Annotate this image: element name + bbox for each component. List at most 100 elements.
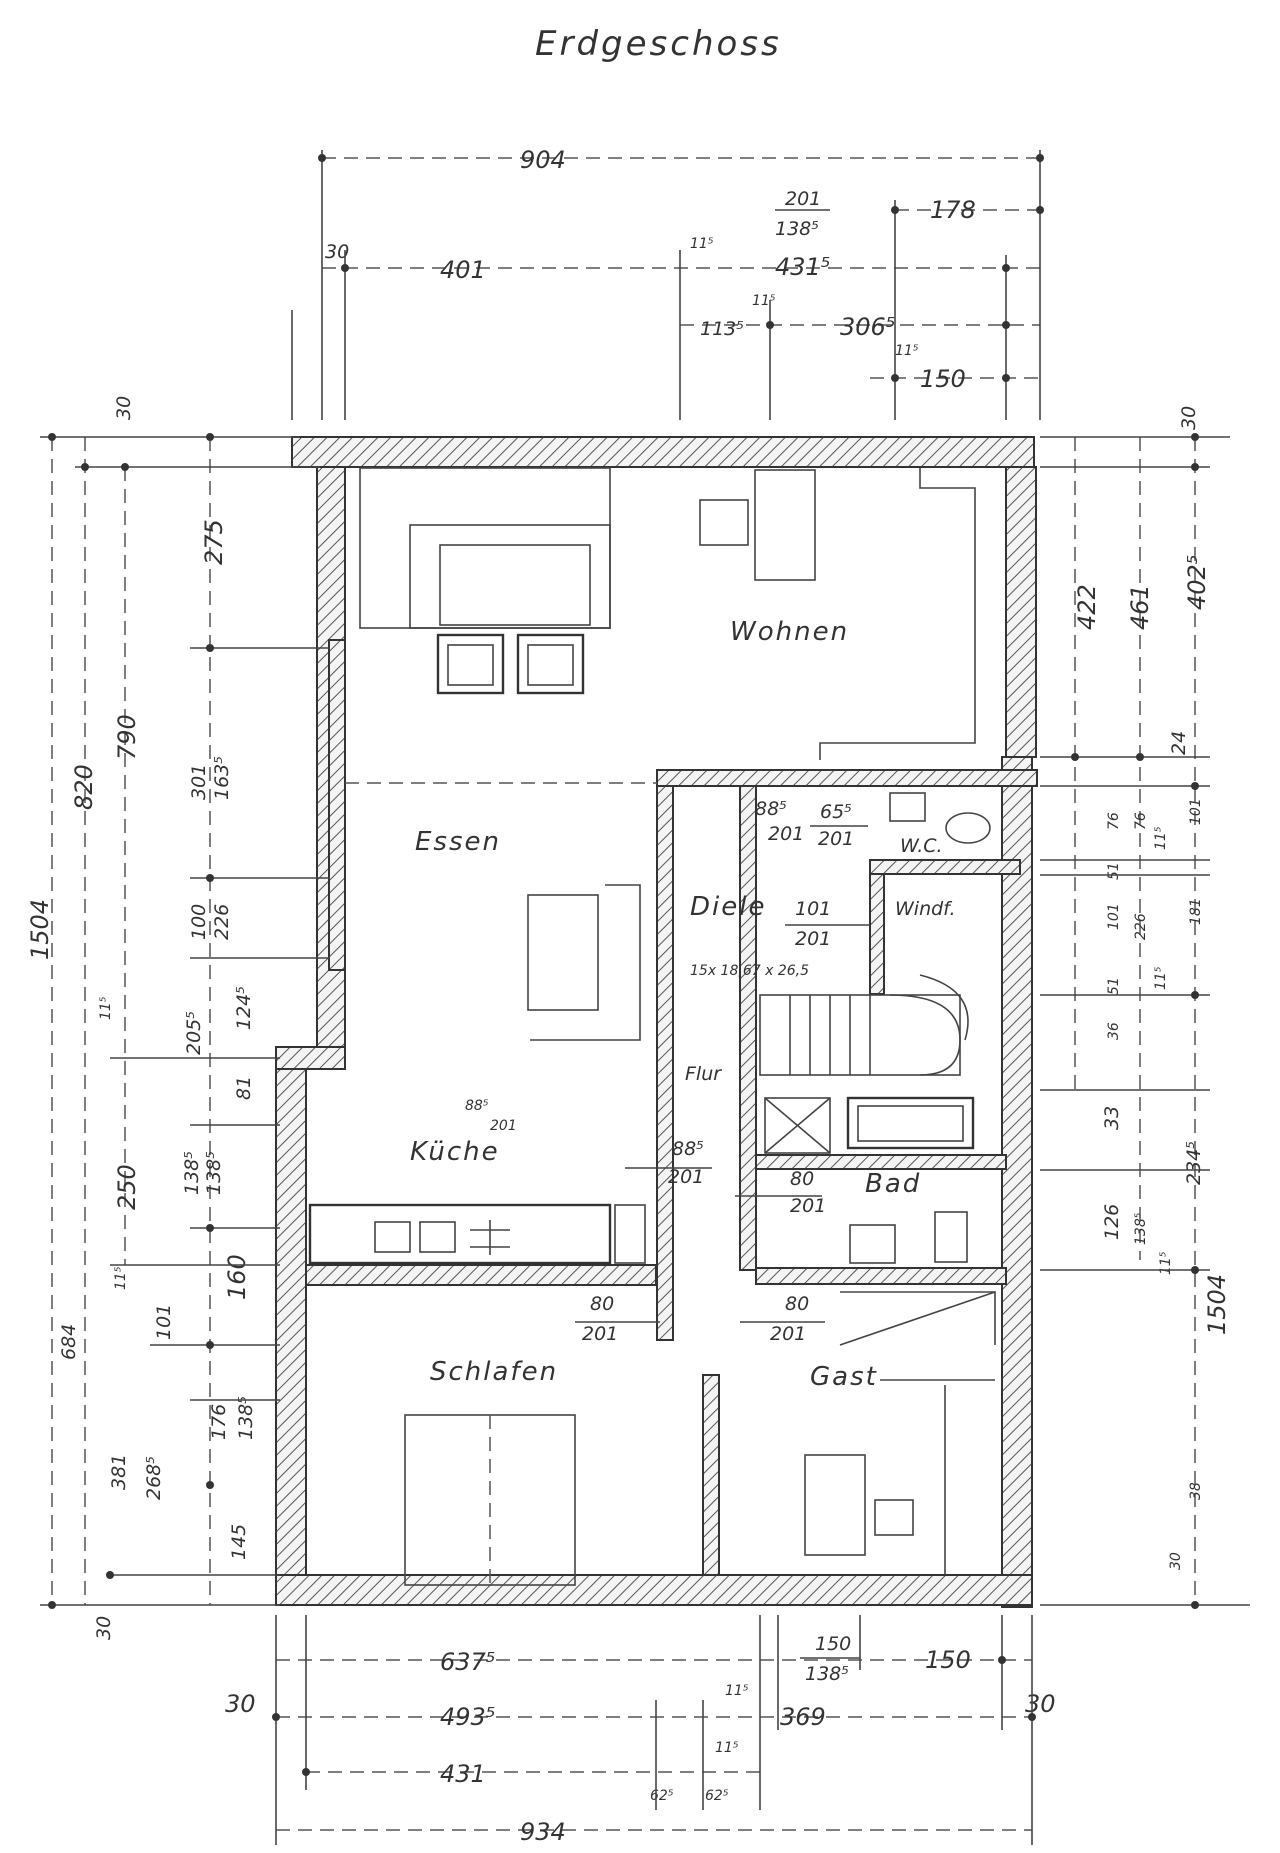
room-label-essen: Essen [415, 827, 501, 857]
dim-bottom-30a: 30 [225, 1690, 256, 1718]
dim-left-145: 145 [228, 1524, 250, 1560]
plan-title: Erdgeschoss [535, 24, 782, 64]
dim-right-76b: 76 [1133, 812, 1149, 830]
dim-right-101a: 101 [1188, 798, 1204, 825]
dim-stair-spec: 15x 18,67 x 26,5 [690, 963, 809, 979]
dim-opening-kueche-top: 88⁵ [465, 1098, 489, 1114]
dim-left-176: 176 [208, 1404, 230, 1440]
dim-left-205: 205⁵ [183, 1011, 205, 1055]
dim-left-820: 820 [70, 764, 98, 810]
dim-right-11a: 11⁵ [1153, 826, 1169, 850]
dim-left-100: 100 [188, 904, 210, 940]
dim-left-226: 226 [211, 904, 233, 940]
interior-walls [305, 639, 1038, 1576]
dim-opening-wohnen-bottom: 201 [768, 823, 804, 845]
room-label-bad: Bad [865, 1169, 921, 1199]
dim-left-790: 790 [113, 714, 141, 760]
dim-top-30: 30 [325, 241, 349, 263]
dim-left-275: 275 [200, 519, 228, 565]
dim-left-163: 163⁵ [211, 756, 233, 800]
dim-left-138b: 138⁵ [203, 1151, 225, 1195]
dim-bottom-150b: 150 [925, 1646, 971, 1674]
dim-right-226: 226 [1133, 913, 1149, 940]
dim-right-51b: 51 [1106, 977, 1122, 995]
dim-top-401: 401 [440, 256, 486, 284]
dim-right-402: 402⁵ [1183, 555, 1211, 610]
dim-left-101: 101 [153, 1304, 175, 1340]
dim-opening-kueche-flur-bottom: 201 [668, 1166, 704, 1188]
dim-opening-diele-bottom: 201 [795, 928, 831, 950]
dim-opening-schlafen-top: 80 [590, 1293, 614, 1315]
top-dimensions: 904 201 138⁵ 178 30 401 11⁵ 431⁵ 113⁵ 11… [291, 146, 1044, 420]
room-label-schlafen: Schlafen [430, 1357, 558, 1387]
dim-left-138c: 138⁵ [235, 1396, 257, 1440]
dim-opening-gast-bottom: 201 [770, 1323, 806, 1345]
dim-top-306: 306⁵ [840, 313, 895, 341]
bottom-dimensions: 637⁵ 150 138⁵ 150 30 493⁵ 11⁵ 369 30 431… [225, 1615, 1056, 1846]
dim-bottom-62a: 62⁵ [650, 1788, 674, 1804]
dim-right-101b: 101 [1106, 903, 1122, 930]
dim-bottom-11b: 11⁵ [715, 1740, 739, 1756]
dim-bottom-11a: 11⁵ [725, 1683, 749, 1699]
dim-top-178: 178 [930, 196, 976, 224]
outer-walls [275, 436, 1037, 1608]
dim-opening-gast-top: 80 [785, 1293, 809, 1315]
dim-bottom-637: 637⁵ [440, 1648, 495, 1676]
right-dimensions: 30 422 461 402⁵ 24 76 76 11⁵ 101 51 101 … [1040, 406, 1250, 1609]
dim-right-11c: 11⁵ [1158, 1251, 1174, 1275]
dim-opening-diele-top: 101 [795, 898, 831, 920]
room-label-diele: Diele [690, 892, 766, 922]
dim-right-51a: 51 [1106, 862, 1122, 880]
dim-left-381: 381 [108, 1454, 130, 1490]
room-label-windfang: Windf. [895, 898, 956, 920]
dim-right-38: 38 [1188, 1482, 1204, 1500]
dim-opening-wc-top: 65⁵ [820, 801, 852, 823]
dim-top-201: 201 [785, 188, 821, 210]
dim-right-36: 36 [1106, 1022, 1122, 1040]
dim-opening-wohnen-top: 88⁵ [755, 798, 787, 820]
room-label-wc: W.C. [900, 835, 943, 857]
dim-right-234: 234⁵ [1183, 1141, 1205, 1185]
dim-bottom-150a: 150 [815, 1633, 851, 1655]
dim-bottom-431: 431 [440, 1760, 486, 1788]
dim-left-81: 81 [233, 1076, 255, 1100]
dim-right-24: 24 [1168, 731, 1190, 755]
dim-left-1504: 1504 [26, 899, 54, 960]
dim-left-301: 301 [188, 764, 210, 800]
dim-left-30top: 30 [113, 396, 135, 420]
dim-left-160: 160 [223, 1254, 251, 1300]
dim-left-30bot: 30 [93, 1616, 115, 1640]
furniture [308, 467, 996, 1586]
dim-left-11a: 11⁵ [98, 996, 114, 1020]
dim-right-33: 33 [1101, 1106, 1123, 1130]
dim-opening-kueche-flur-top: 88⁵ [672, 1138, 704, 1160]
dim-top-113: 113⁵ [700, 318, 744, 340]
dim-opening-bad-top: 80 [790, 1168, 814, 1190]
opening-dimensions: 88⁵ 201 65⁵ 201 101 201 15x 18,67 x 26,5… [465, 798, 870, 1345]
room-labels: Wohnen Essen Diele W.C. Windf. Flur Küch… [410, 617, 956, 1392]
dim-right-126: 126 [1101, 1204, 1123, 1240]
room-label-kueche: Küche [410, 1137, 500, 1167]
dim-right-1504: 1504 [1203, 1274, 1231, 1335]
dim-right-461: 461 [1126, 584, 1154, 630]
dim-top-138: 138⁵ [775, 218, 819, 240]
dim-bottom-138: 138⁵ [805, 1663, 849, 1685]
dim-right-422: 422 [1073, 584, 1101, 630]
dim-top-11-2: 11⁵ [752, 293, 776, 309]
left-dimensions: 1504 820 790 30 275 301 163⁵ 100 226 11⁵… [26, 396, 330, 1640]
dim-bottom-30b: 30 [1025, 1690, 1056, 1718]
dim-right-11b: 11⁵ [1153, 966, 1169, 990]
dim-left-250: 250 [113, 1164, 141, 1210]
dim-right-76a: 76 [1106, 812, 1122, 830]
dim-left-11b: 11⁵ [113, 1266, 129, 1290]
dim-left-138a: 138⁵ [181, 1151, 203, 1195]
dim-opening-wc-bottom: 201 [818, 828, 854, 850]
dim-right-181: 181 [1188, 898, 1204, 925]
dim-opening-bad-bottom: 201 [790, 1195, 826, 1217]
dim-right-138: 138⁵ [1133, 1212, 1149, 1245]
dim-bottom-493: 493⁵ [440, 1703, 495, 1731]
room-label-gast: Gast [810, 1362, 878, 1392]
dim-opening-schlafen-bottom: 201 [582, 1323, 618, 1345]
dim-bottom-369: 369 [780, 1703, 826, 1731]
